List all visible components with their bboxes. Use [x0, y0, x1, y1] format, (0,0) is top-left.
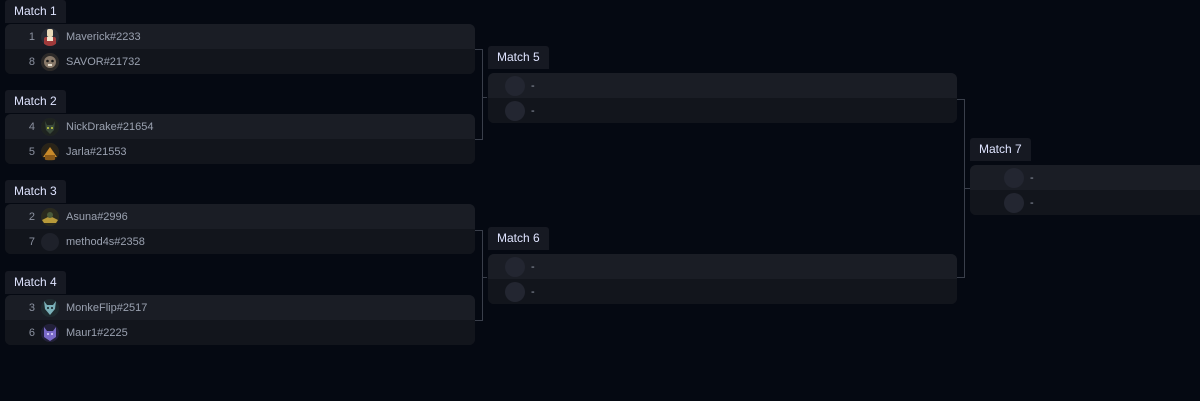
match-card[interactable]: - -: [970, 165, 1200, 215]
empty-avatar-icon: [505, 75, 525, 96]
player-name: -: [531, 104, 535, 117]
player-slot[interactable]: -: [488, 73, 957, 98]
player-name: -: [1030, 171, 1034, 184]
player-name: -: [1030, 196, 1034, 209]
player-name: MonkeFlip#2517: [66, 301, 148, 314]
player-name: Maverick#2233: [66, 30, 141, 43]
nickdrake-avatar-icon: [41, 117, 59, 136]
player-slot[interactable]: 7 method4s#2358: [5, 229, 475, 254]
empty-avatar-icon: [1004, 167, 1024, 188]
match-label: Match 1: [5, 0, 66, 23]
player-name: method4s#2358: [66, 235, 145, 248]
bracket-connector: [965, 188, 970, 189]
asuna-avatar-icon: [41, 207, 59, 226]
monkeflip-avatar-icon: [41, 298, 59, 317]
seed-number: 1: [28, 30, 35, 43]
bracket-connector: [483, 277, 487, 278]
match-card[interactable]: 1 Maverick#2233 8 SAVOR#21732: [5, 24, 475, 74]
match-label: Match 3: [5, 180, 66, 203]
seed-number: 5: [28, 145, 35, 158]
player-slot[interactable]: 2 Asuna#2996: [5, 204, 475, 229]
player-name: -: [531, 260, 535, 273]
player-name: NickDrake#21654: [66, 120, 154, 133]
player-slot[interactable]: 8 SAVOR#21732: [5, 49, 475, 74]
player-slot[interactable]: -: [970, 190, 1200, 215]
match-label: Match 4: [5, 271, 66, 294]
match-card[interactable]: - -: [488, 73, 957, 123]
player-slot[interactable]: 3 MonkeFlip#2517: [5, 295, 475, 320]
player-slot[interactable]: 4 NickDrake#21654: [5, 114, 475, 139]
match-card[interactable]: 2 Asuna#2996 7 method4s#2358: [5, 204, 475, 254]
jarla-avatar-icon: [41, 142, 59, 161]
player-name: Jarla#21553: [66, 145, 127, 158]
player-slot[interactable]: 1 Maverick#2233: [5, 24, 475, 49]
match-card[interactable]: 4 NickDrake#21654 5 Jarla#21553: [5, 114, 475, 164]
seed-number: 8: [28, 55, 35, 68]
player-name: -: [531, 285, 535, 298]
player-slot[interactable]: -: [970, 165, 1200, 190]
match-label: Match 2: [5, 90, 66, 113]
player-slot[interactable]: -: [488, 254, 957, 279]
method4s-avatar-icon: [41, 232, 59, 251]
maur1-avatar-icon: [41, 323, 59, 342]
empty-avatar-icon: [505, 281, 525, 302]
empty-avatar-icon: [505, 256, 525, 277]
match-label: Match 5: [488, 46, 549, 69]
seed-number: 3: [28, 301, 35, 314]
savor-avatar-icon: [41, 52, 59, 71]
match-label: Match 6: [488, 227, 549, 250]
match-card[interactable]: 3 MonkeFlip#2517 6 Maur1#2225: [5, 295, 475, 345]
player-slot[interactable]: 6 Maur1#2225: [5, 320, 475, 345]
player-name: Maur1#2225: [66, 326, 128, 339]
seed-number: 6: [28, 326, 35, 339]
player-name: SAVOR#21732: [66, 55, 141, 68]
maverick-avatar-icon: [41, 27, 59, 46]
bracket-connector: [475, 230, 483, 321]
bracket-connector: [483, 97, 487, 98]
seed-number: 4: [28, 120, 35, 133]
player-name: -: [531, 79, 535, 92]
seed-number: 2: [28, 210, 35, 223]
match-card[interactable]: - -: [488, 254, 957, 304]
player-slot[interactable]: -: [488, 98, 957, 123]
bracket-connector: [957, 99, 965, 278]
player-name: Asuna#2996: [66, 210, 128, 223]
seed-number: 7: [28, 235, 35, 248]
match-label: Match 7: [970, 138, 1031, 161]
bracket-connector: [475, 49, 483, 140]
player-slot[interactable]: -: [488, 279, 957, 304]
empty-avatar-icon: [505, 100, 525, 121]
player-slot[interactable]: 5 Jarla#21553: [5, 139, 475, 164]
empty-avatar-icon: [1004, 192, 1024, 213]
